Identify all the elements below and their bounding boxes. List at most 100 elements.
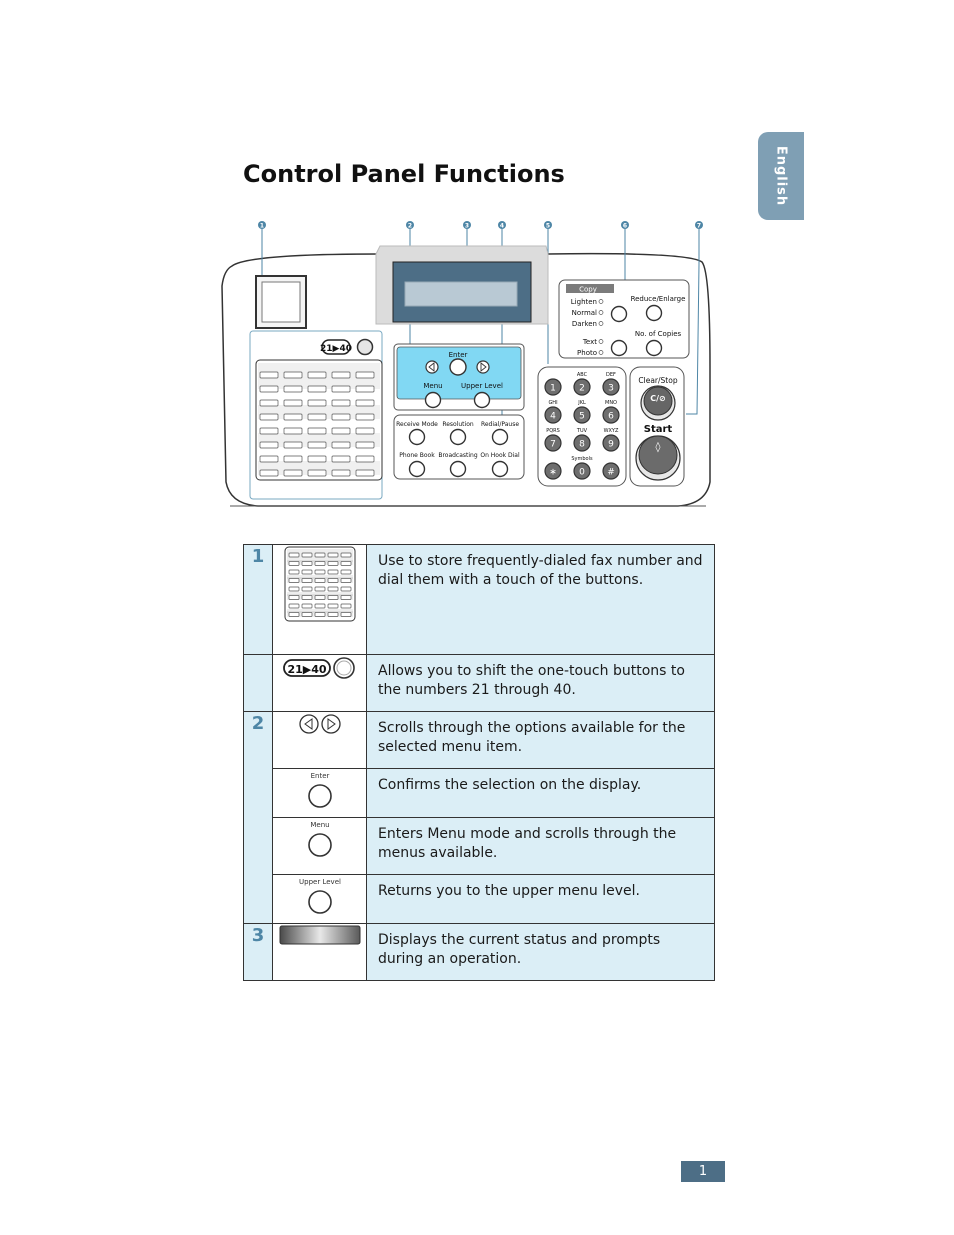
one-touch-key[interactable]: [283, 399, 303, 407]
redial-pause-label: Redial/Pause: [481, 421, 519, 428]
receive-mode-button[interactable]: [408, 428, 426, 446]
one-touch-keypad[interactable]: [255, 359, 383, 481]
mini-one-touch-key: [340, 603, 351, 609]
one-touch-key[interactable]: [283, 371, 303, 379]
mini-one-touch-key: [327, 603, 338, 609]
keypad-key[interactable]: [573, 406, 591, 424]
one-touch-key[interactable]: [307, 469, 327, 477]
menu-button[interactable]: [424, 391, 442, 409]
one-touch-key[interactable]: [307, 385, 327, 393]
phone-book-label: Phone Book: [399, 452, 435, 459]
resolution-label: Resolution: [442, 421, 474, 428]
phone-book-button[interactable]: [408, 460, 426, 478]
enter-button[interactable]: [449, 358, 467, 376]
keypad-key[interactable]: [544, 378, 562, 396]
broadcasting-button[interactable]: [449, 460, 467, 478]
one-touch-key[interactable]: [259, 385, 279, 393]
keypad-key[interactable]: [544, 406, 562, 424]
one-touch-key[interactable]: [355, 441, 375, 449]
one-touch-key[interactable]: [355, 413, 375, 421]
mini-one-touch-key: [327, 569, 338, 575]
callout-marker: [695, 221, 703, 229]
mini-one-touch-key: [301, 561, 312, 566]
left-arrow-button[interactable]: [425, 360, 439, 374]
keypad-key[interactable]: [602, 378, 620, 396]
contrast-button[interactable]: [610, 305, 628, 323]
copies-button[interactable]: [645, 339, 663, 357]
table-row: Upper Level Returns you to the upper men…: [244, 874, 715, 924]
table-row: 21▶40 Allows you to shift the one-touch …: [243, 654, 715, 712]
upper-level-button[interactable]: [473, 391, 491, 409]
start-key-icon: ◊: [656, 441, 661, 453]
keypad-key[interactable]: [602, 434, 620, 452]
text-photo-button[interactable]: [610, 339, 628, 357]
keypad-key[interactable]: [573, 434, 591, 452]
callout-number: 5: [546, 223, 550, 230]
resolution-button[interactable]: [449, 428, 467, 446]
right-arrow-button[interactable]: [476, 360, 490, 374]
redial-pause-button[interactable]: [491, 428, 509, 446]
one-touch-key[interactable]: [307, 371, 327, 379]
one-touch-key[interactable]: [307, 413, 327, 421]
one-touch-key[interactable]: [355, 455, 375, 463]
one-touch-key[interactable]: [259, 455, 279, 463]
table-row: 1 Use to store frequently-dialed fax num…: [243, 544, 715, 655]
callout-number: 7: [697, 223, 701, 230]
mini-one-touch-key: [327, 586, 338, 592]
shift-21-40-button[interactable]: 21▶40: [320, 338, 374, 356]
keypad-letters: DEF: [606, 372, 616, 378]
mini-one-touch-key: [288, 586, 299, 592]
one-touch-key[interactable]: [283, 469, 303, 477]
one-touch-key[interactable]: [355, 469, 375, 477]
one-touch-key[interactable]: [331, 441, 351, 449]
one-touch-key[interactable]: [259, 441, 279, 449]
keypad-key[interactable]: [544, 462, 562, 480]
one-touch-key[interactable]: [331, 399, 351, 407]
one-touch-key[interactable]: [259, 427, 279, 435]
one-touch-key[interactable]: [331, 469, 351, 477]
keypad-key[interactable]: [544, 434, 562, 452]
mini-one-touch-key: [340, 612, 351, 617]
mini-one-touch-key: [288, 603, 299, 609]
reduce-enlarge-button[interactable]: [645, 304, 663, 322]
one-touch-key[interactable]: [307, 441, 327, 449]
keypad-key[interactable]: [573, 462, 591, 480]
one-touch-key[interactable]: [331, 427, 351, 435]
keypad-key[interactable]: [602, 406, 620, 424]
mini-one-touch-key: [314, 586, 325, 592]
one-touch-key[interactable]: [259, 413, 279, 421]
one-touch-key[interactable]: [283, 427, 303, 435]
one-touch-key[interactable]: [283, 455, 303, 463]
one-touch-key[interactable]: [355, 399, 375, 407]
one-touch-key[interactable]: [331, 455, 351, 463]
one-touch-key[interactable]: [259, 399, 279, 407]
one-touch-key[interactable]: [355, 385, 375, 393]
mini-one-touch-key: [288, 569, 299, 575]
one-touch-key[interactable]: [283, 413, 303, 421]
one-touch-key[interactable]: [283, 385, 303, 393]
callout-number: 6: [623, 223, 627, 230]
number-keypad: [537, 366, 627, 487]
clear-stop-button[interactable]: C/⊘: [640, 385, 676, 421]
keypad-key[interactable]: [602, 462, 620, 480]
one-touch-key[interactable]: [283, 441, 303, 449]
left-arrow-icon: [428, 362, 435, 372]
keypad-key[interactable]: [573, 378, 591, 396]
one-touch-key[interactable]: [259, 469, 279, 477]
start-button[interactable]: ◊: [635, 435, 681, 481]
one-touch-key[interactable]: [307, 427, 327, 435]
one-touch-key[interactable]: [331, 413, 351, 421]
on-hook-dial-button[interactable]: [491, 460, 509, 478]
one-touch-key[interactable]: [259, 371, 279, 379]
one-touch-key[interactable]: [307, 399, 327, 407]
shift-button-image: 21▶40: [272, 654, 367, 712]
one-touch-key[interactable]: [331, 371, 351, 379]
one-touch-key[interactable]: [307, 455, 327, 463]
scroll-arrows-image: [272, 711, 367, 769]
symbols-label: Symbols: [571, 456, 593, 462]
one-touch-key[interactable]: [331, 385, 351, 393]
one-touch-key[interactable]: [355, 371, 375, 379]
keypad-letters: JKL: [577, 400, 586, 406]
one-touch-key[interactable]: [355, 427, 375, 435]
